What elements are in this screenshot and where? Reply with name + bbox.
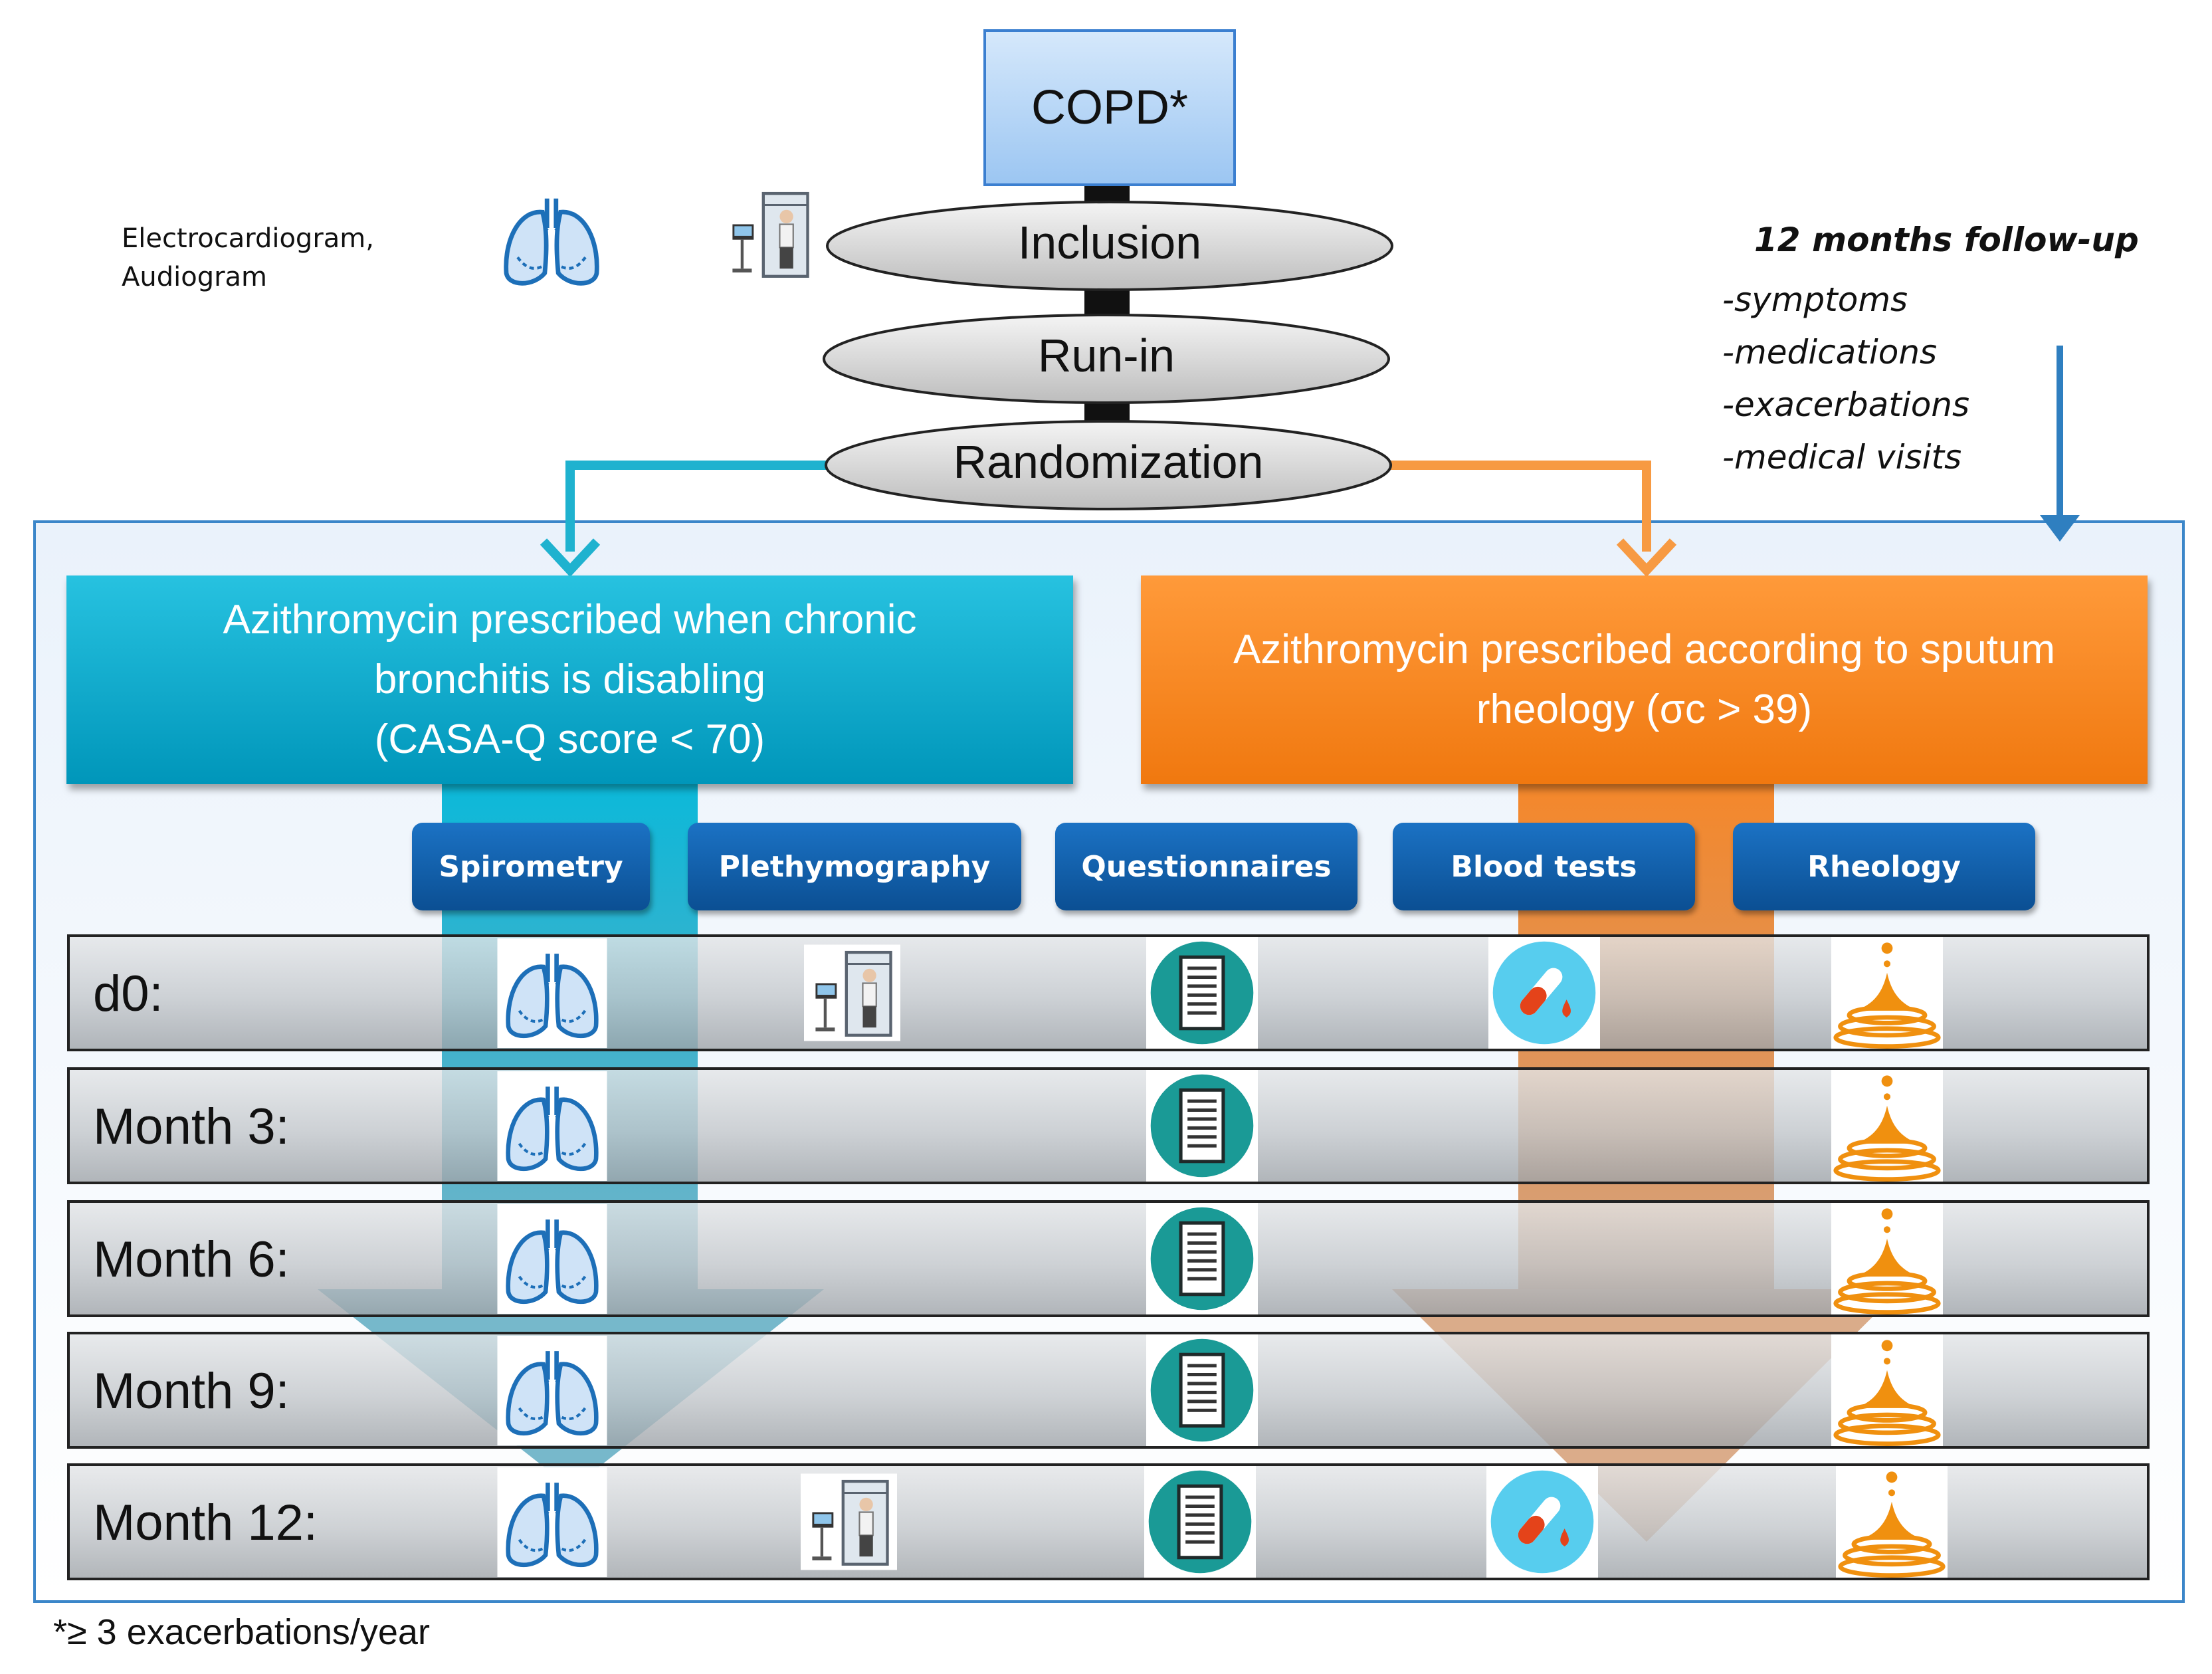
arm-rheology-line1: Azithromycin prescribed according to spu…: [1233, 627, 2056, 673]
plethysmograph-icon: [801, 1466, 897, 1578]
questionnaire-icon: [1144, 1466, 1256, 1578]
follow-up-item: -exacerbations: [1722, 385, 1970, 424]
branch-right-arrowhead: [1616, 538, 1677, 577]
run-in-ellipse: [823, 314, 1390, 404]
rheology-icon: [1829, 1466, 1955, 1578]
baseline-exams-note: Electrocardiogram, Audiogram: [122, 219, 374, 296]
follow-up-title: 12 months follow-up: [1754, 221, 2139, 259]
row-label-month6: Month 6:: [93, 1231, 290, 1288]
row-bar-d0: [67, 934, 2150, 1051]
lungs-icon: [492, 1071, 613, 1181]
row-bar-month6: [67, 1200, 2150, 1317]
rheology-icon: [1824, 1334, 1950, 1446]
rheology-icon: [1824, 1070, 1950, 1182]
row-label-d0: d0:: [93, 966, 163, 1022]
follow-up-item: -medications: [1722, 333, 1938, 371]
rheology-icon: [1824, 1203, 1950, 1314]
questionnaire-icon: [1146, 1070, 1258, 1182]
test-blood-tests: Blood tests: [1393, 823, 1695, 910]
plethysmograph-icon: [721, 181, 817, 287]
branch-right-line: [1389, 461, 1651, 552]
arm-rheology-line2: rheology (σc > 39): [1476, 686, 1813, 732]
baseline-exam-audiogram: Audiogram: [122, 262, 268, 292]
follow-up-arrow-head: [2040, 515, 2080, 542]
row-bar-month3: [67, 1067, 2150, 1184]
follow-up-item: -symptoms: [1722, 280, 1908, 319]
test-spirometry: Spirometry: [412, 823, 650, 910]
inclusion-ellipse: [826, 201, 1393, 291]
test-rheology: Rheology: [1733, 823, 2035, 910]
footnote: *≥ 3 exacerbations/year: [53, 1612, 430, 1652]
blood-test-icon: [1483, 1466, 1601, 1578]
lungs-icon: [492, 1467, 613, 1577]
follow-up-item: -medical visits: [1722, 438, 1962, 476]
row-label-month12: Month 12:: [93, 1495, 318, 1551]
copd-box: COPD*: [983, 29, 1236, 186]
branch-left-arrowhead: [540, 538, 601, 577]
row-bar-month9: [67, 1332, 2150, 1449]
questionnaire-icon: [1146, 1203, 1258, 1314]
lungs-icon: [492, 1336, 613, 1445]
rheology-icon: [1824, 937, 1950, 1049]
questionnaire-icon: [1146, 937, 1258, 1049]
lungs-icon: [492, 1204, 613, 1314]
arm-clinical-line3: (CASA-Q score < 70): [374, 716, 765, 762]
copd-label: COPD*: [1031, 81, 1189, 134]
arm-clinical-box: Azithromycin prescribed when chronic bro…: [66, 575, 1073, 784]
plethysmograph-icon: [804, 937, 900, 1049]
run-in-label: Run-in: [1037, 330, 1175, 381]
arm-clinical-line2: bronchitis is disabling: [373, 657, 766, 702]
follow-up-list: -symptoms -medications -exacerbations -m…: [1722, 274, 1969, 484]
questionnaire-icon: [1146, 1334, 1258, 1446]
row-label-month9: Month 9:: [93, 1363, 290, 1419]
row-bar-month12: [67, 1463, 2150, 1580]
branch-left-line: [565, 461, 831, 552]
randomization-ellipse: [825, 420, 1392, 510]
inclusion-label: Inclusion: [1017, 217, 1202, 268]
row-label-month3: Month 3:: [93, 1099, 290, 1155]
arm-clinical-line1: Azithromycin prescribed when chronic: [223, 597, 917, 643]
blood-test-icon: [1485, 937, 1603, 1049]
test-plethymography: Plethymography: [688, 823, 1021, 910]
baseline-exam-ecg: Electrocardiogram,: [122, 223, 374, 254]
lungs-icon: [492, 183, 611, 296]
lungs-icon: [492, 938, 613, 1048]
randomization-label: Randomization: [953, 436, 1264, 488]
test-questionnaires: Questionnaires: [1055, 823, 1357, 910]
arm-rheology-box: Azithromycin prescribed according to spu…: [1141, 575, 2148, 784]
